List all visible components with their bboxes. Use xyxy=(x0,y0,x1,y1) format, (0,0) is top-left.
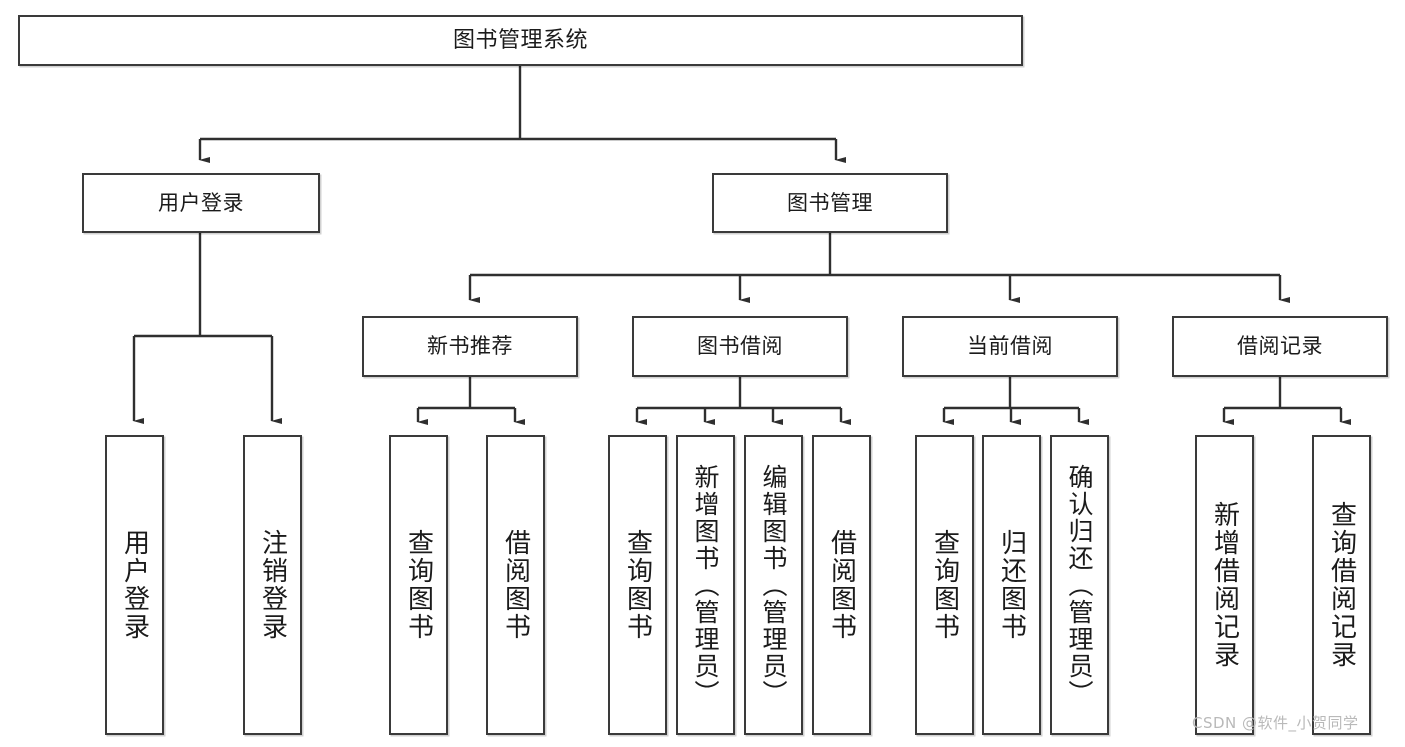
node-user-login[interactable]: 用户登录 xyxy=(82,173,320,233)
leaf-recommend-borrow-book[interactable]: 借阅图书 xyxy=(486,435,545,735)
leaf-borrow-borrow-book-label: 借阅图书 xyxy=(826,529,857,641)
leaf-record-query-label: 查询借阅记录 xyxy=(1326,501,1357,669)
leaf-current-confirm-return[interactable]: 确认归还（管理员） xyxy=(1050,435,1109,735)
leaf-current-query-book-label: 查询图书 xyxy=(929,529,960,641)
node-book-borrow-label: 图书借阅 xyxy=(697,334,783,359)
node-book-management-label: 图书管理 xyxy=(787,190,873,215)
leaf-borrow-add-book-label: 新增图书（管理员） xyxy=(691,463,720,707)
node-book-management[interactable]: 图书管理 xyxy=(712,173,948,233)
leaf-recommend-query-book-label: 查询图书 xyxy=(403,529,434,641)
node-current-borrow[interactable]: 当前借阅 xyxy=(902,316,1118,377)
leaf-borrow-edit-book-label: 编辑图书（管理员） xyxy=(759,463,788,707)
node-root-label: 图书管理系统 xyxy=(452,27,588,53)
leaf-user-login[interactable]: 用户登录 xyxy=(105,435,164,735)
node-book-borrow[interactable]: 图书借阅 xyxy=(632,316,848,377)
leaf-user-logout-label: 注销登录 xyxy=(257,529,288,641)
leaf-borrow-borrow-book[interactable]: 借阅图书 xyxy=(812,435,871,735)
leaf-recommend-query-book[interactable]: 查询图书 xyxy=(389,435,448,735)
node-user-login-label: 用户登录 xyxy=(158,190,244,215)
node-new-book-recommend-label: 新书推荐 xyxy=(427,334,513,359)
leaf-recommend-borrow-book-label: 借阅图书 xyxy=(500,529,531,641)
leaf-current-query-book[interactable]: 查询图书 xyxy=(915,435,974,735)
leaf-current-return-book[interactable]: 归还图书 xyxy=(982,435,1041,735)
node-new-book-recommend[interactable]: 新书推荐 xyxy=(362,316,578,377)
leaf-borrow-query-book[interactable]: 查询图书 xyxy=(608,435,667,735)
node-borrow-record[interactable]: 借阅记录 xyxy=(1172,316,1388,377)
leaf-borrow-edit-book[interactable]: 编辑图书（管理员） xyxy=(744,435,803,735)
leaf-record-add[interactable]: 新增借阅记录 xyxy=(1195,435,1254,735)
leaf-borrow-query-book-label: 查询图书 xyxy=(622,529,653,641)
leaf-user-logout[interactable]: 注销登录 xyxy=(243,435,302,735)
leaf-current-return-book-label: 归还图书 xyxy=(996,529,1027,641)
node-current-borrow-label: 当前借阅 xyxy=(967,334,1053,359)
leaf-borrow-add-book[interactable]: 新增图书（管理员） xyxy=(676,435,735,735)
watermark-text: CSDN @软件_小贺同学 xyxy=(1192,714,1359,732)
leaf-record-query[interactable]: 查询借阅记录 xyxy=(1312,435,1371,735)
leaf-record-add-label: 新增借阅记录 xyxy=(1209,501,1240,669)
node-root[interactable]: 图书管理系统 xyxy=(18,15,1023,66)
node-borrow-record-label: 借阅记录 xyxy=(1237,334,1323,359)
leaf-user-login-label: 用户登录 xyxy=(119,529,150,641)
leaf-current-confirm-return-label: 确认归还（管理员） xyxy=(1065,463,1094,707)
